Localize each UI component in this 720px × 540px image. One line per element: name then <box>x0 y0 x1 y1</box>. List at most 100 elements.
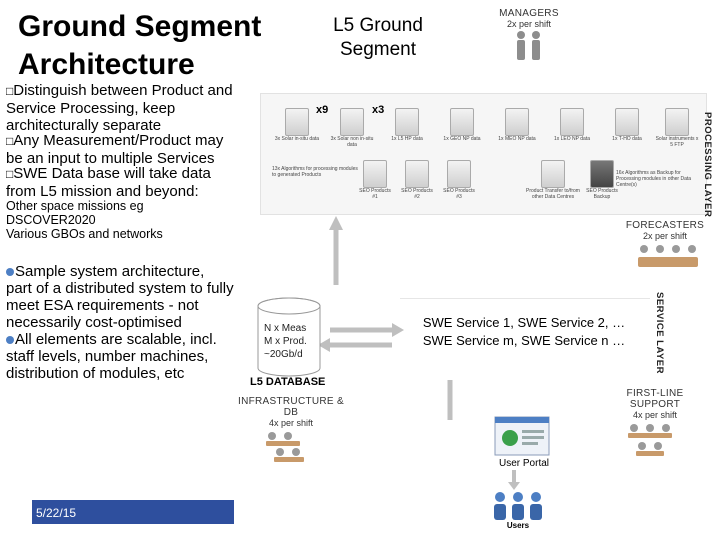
forecasters-label: FORECASTERS <box>625 220 705 231</box>
server-label: 1x T-HO data <box>612 136 642 142</box>
server-4: 1x GEO NP data <box>439 108 485 142</box>
bullet-2: □Any Measurement/Product may be an input… <box>6 132 238 167</box>
server-1: 3x Solar in-situ data <box>274 108 320 142</box>
server-label: 1x MEO NP data <box>498 136 536 142</box>
server-label: 1x LEO NP data <box>553 136 591 142</box>
firstline-label: FIRST-LINE SUPPORT <box>626 388 684 410</box>
server-label: Solar instruments x 5 FTP <box>655 136 699 148</box>
server-icon <box>450 108 474 136</box>
service-layer-label: SERVICE LAYER <box>654 292 665 374</box>
server-row: 3x Solar in-situ data 3x Solar non in-si… <box>274 108 698 156</box>
seo-backup-label: SEO Products Backup <box>586 188 618 200</box>
db-label: L5 DATABASE <box>250 376 326 388</box>
firstline-group: FIRST-LINE SUPPORT 4x per shift <box>600 388 710 471</box>
server-icon <box>505 108 529 136</box>
seo-label: SEO Products #2 <box>401 188 433 200</box>
sub-bullet-2: Various GBOs and networks <box>6 227 163 241</box>
infra-label: INFRASTRUCTURE & DB <box>238 396 344 418</box>
services: SWE Service 1, SWE Service 2, … SWE Serv… <box>404 314 644 350</box>
db-contents: N x Meas M x Prod. ~20Gb/d <box>264 322 320 361</box>
algorithms-note: 13x Algorithms for processing modules to… <box>272 166 358 178</box>
bullet-3: □SWE Data base will take data from L5 mi… <box>6 165 238 200</box>
backup-note: 16x Algorithms as Backup for Processing … <box>616 170 692 188</box>
firstline-people-icon <box>628 424 672 456</box>
service-panel <box>400 298 650 361</box>
transfer: Product Transfer to/from other Data Cent… <box>524 160 582 200</box>
sub-bullet-1: Other space missions eg DSCOVER2020 <box>6 199 144 227</box>
bullet-dot <box>6 336 14 344</box>
seo-backup: SEO Products Backup <box>582 160 622 200</box>
footer-bar <box>32 500 234 524</box>
page-title: Ground Segment Architecture <box>18 10 262 81</box>
bullet-text-4: Sample system architecture, part of a di… <box>6 263 234 331</box>
bullet-1: □Distinguish between Product and Service… <box>6 82 238 134</box>
db-line-3: ~20Gb/d <box>264 349 303 360</box>
server-6: 1x LEO NP data <box>549 108 595 142</box>
transfer-label: Product Transfer to/from other Data Cent… <box>526 188 580 200</box>
server-2: 3x Solar non in-situ data <box>329 108 375 148</box>
managers-group: MANAGERS 2x per shift <box>494 8 564 72</box>
managers-label: MANAGERS <box>499 8 559 19</box>
count-x3: x3 <box>372 104 385 116</box>
footer-date: 5/22/15 <box>36 506 77 520</box>
forecasters-group: FORECASTERS 2x per shift <box>622 220 708 280</box>
server-7: 1x T-HO data <box>604 108 650 142</box>
server-icon <box>395 108 419 136</box>
connector-arrows <box>318 216 453 420</box>
managers-person-icon <box>517 31 540 60</box>
server-icon <box>363 160 387 188</box>
service-line-1: SWE Service 1, SWE Service 2, … <box>422 315 626 330</box>
server-8: Solar instruments x 5 FTP <box>654 108 700 148</box>
firstline-shift: 4x per shift <box>632 410 678 420</box>
processing-layer-label: PROCESSING LAYER <box>702 112 713 218</box>
seo-label: SEO Products #3 <box>443 188 475 200</box>
bullet-text-3: SWE Data base will take data from L5 mis… <box>6 165 211 200</box>
database-icon <box>257 297 321 377</box>
server-icon <box>590 160 614 188</box>
user-portal-icon <box>494 416 550 456</box>
db-line-1: N x Meas <box>264 323 307 334</box>
server-icon <box>541 160 565 188</box>
server-5: 1x MEO NP data <box>494 108 540 142</box>
server-icon <box>447 160 471 188</box>
server-label: 1x L5 HP data <box>391 136 423 142</box>
forecasters-shift: 2x per shift <box>642 231 688 241</box>
seo-label: SEO Products #1 <box>359 188 391 200</box>
service-line-2: SWE Service m, SWE Service n … <box>422 333 626 348</box>
bullet-marker: □ <box>6 167 14 181</box>
users-label: Users <box>506 521 530 530</box>
l5-title: L5 Ground Segment <box>333 15 423 60</box>
managers-shift: 2x per shift <box>506 19 552 29</box>
server-icon <box>560 108 584 136</box>
seo-2: SEO Products #2 <box>398 160 436 200</box>
server-label: 1x GEO NP data <box>443 136 481 142</box>
server-icon <box>405 160 429 188</box>
bullet-text-5: All elements are scalable, incl. staff l… <box>6 331 217 382</box>
server-3: 1x L5 HP data <box>384 108 430 142</box>
bullet-4: Sample system architecture, part of a di… <box>6 263 234 331</box>
server-icon <box>615 108 639 136</box>
user-portal-label: User Portal <box>498 458 549 469</box>
db-line-2: M x Prod. <box>264 336 307 347</box>
bullet-marker: □ <box>6 134 14 148</box>
bullet-5: All elements are scalable, incl. staff l… <box>6 331 234 382</box>
server-label: 3x Solar in-situ data <box>274 136 320 142</box>
infra-group: INFRASTRUCTURE & DB 4x per shift <box>232 396 350 475</box>
bullet-text-1: Distinguish between Product and Service … <box>6 82 233 134</box>
server-icon <box>285 108 309 136</box>
bullet-marker: □ <box>6 84 14 98</box>
server-icon <box>340 108 364 136</box>
bullet-text-2: Any Measurement/Product may be an input … <box>6 132 224 167</box>
bullet-dot <box>6 268 14 276</box>
portal-arrow <box>508 470 520 490</box>
infra-people-icon <box>266 432 304 462</box>
seo-row: SEO Products #1 SEO Products #2 SEO Prod… <box>356 160 626 206</box>
seo-1: SEO Products #1 <box>356 160 394 200</box>
server-icon <box>665 108 689 136</box>
users-icon <box>494 492 542 520</box>
forecasters-people-icon <box>638 245 698 267</box>
seo-3: SEO Products #3 <box>440 160 478 200</box>
count-x9: x9 <box>316 104 329 116</box>
infra-shift: 4x per shift <box>268 418 314 428</box>
server-label: 3x Solar non in-situ data <box>330 136 374 148</box>
